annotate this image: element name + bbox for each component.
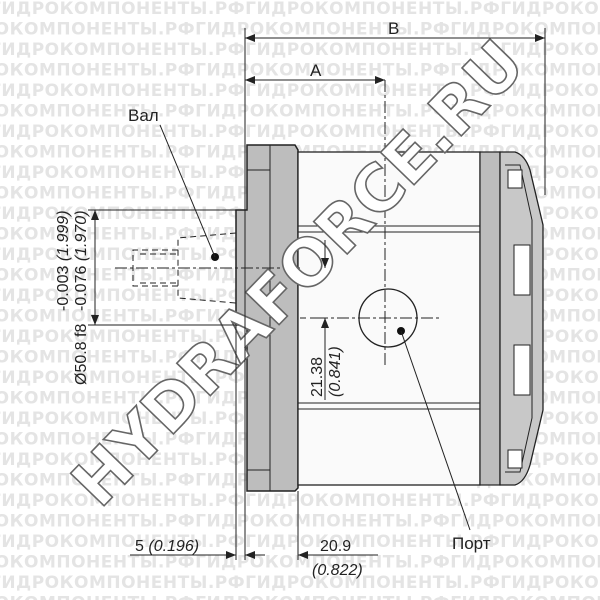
watermark-row: ГИДРОКОМПОНЕНТЫ.РФГИДРОКОМПОНЕНТЫ.РФГИДР… xyxy=(0,0,600,19)
svg-text:-0.076 (1.970): -0.076 (1.970) xyxy=(73,210,90,311)
svg-text:5 (0.196): 5 (0.196) xyxy=(135,538,199,555)
watermark-row: ГИДРОКОМПОНЕНТЫ.РФГИДРОКОМПОНЕНТЫ.РФГИДР… xyxy=(0,532,600,552)
diameter-tol-high: -0.003 xyxy=(55,266,72,311)
port-label: Порт xyxy=(452,534,491,553)
watermark-row: ГИДРОКОМПОНЕНТЫ.РФГИДРОКОМПОНЕНТЫ.РФГИДР… xyxy=(0,553,600,573)
diameter-tol-high-in: (1.999) xyxy=(55,210,72,261)
end-cover xyxy=(479,151,544,486)
port-offset-inch: (0.841) xyxy=(327,346,344,397)
port-offset-text: 21.38 (0.841) xyxy=(309,346,344,397)
svg-text:Ø50.8 f8: Ø50.8 f8 xyxy=(73,324,90,385)
dim-B-label: B xyxy=(388,19,399,38)
watermark-row: ГИДРОКОМПОНЕНТЫ.РФГИДРОКОМПОНЕНТЫ.РФГИДР… xyxy=(0,20,600,40)
dimension-lines xyxy=(88,28,546,560)
port-dist-value: 20.9 xyxy=(320,538,351,555)
diameter-tol-low: -0.076 xyxy=(73,266,90,311)
watermark-row: ГИДРОКОМПОНЕНТЫ.РФГИДРОКОМПОНЕНТЫ.РФГИДР… xyxy=(0,81,600,101)
port-dist-inch: (0.822) xyxy=(312,562,363,579)
diameter-dimension-text: Ø50.8 f8 -0.076 (1.970) -0.003 (1.999) xyxy=(55,210,90,385)
port-offset-value: 21.38 xyxy=(309,357,326,397)
watermark-row: ГИДРОКОМПОНЕНТЫ.РФГИДРОКОМПОНЕНТЫ.РФГИДР… xyxy=(0,594,600,600)
watermark-row: ГИДРОКОМПОНЕНТЫ.РФГИДРОКОМПОНЕНТЫ.РФГИДР… xyxy=(0,122,600,142)
watermark-row: ГИДРОКОМПОНЕНТЫ.РФГИДРОКОМПОНЕНТЫ.РФГИДР… xyxy=(0,61,600,81)
svg-text:-0.003 (1.999): -0.003 (1.999) xyxy=(55,210,72,311)
watermark-row: ГИДРОКОМПОНЕНТЫ.РФГИДРОКОМПОНЕНТЫ.РФГИДР… xyxy=(0,40,600,60)
pilot-len-value: 5 xyxy=(135,538,144,555)
diameter-main: Ø50.8 f8 xyxy=(73,324,90,385)
watermark-row: ГИДРОКОМПОНЕНТЫ.РФГИДРОКОМПОНЕНТЫ.РФГИДР… xyxy=(0,573,600,593)
watermark-row: ГИДРОКОМПОНЕНТЫ.РФГИДРОКОМПОНЕНТЫ.РФГИДР… xyxy=(0,102,600,122)
watermark-row: ГИДРОКОМПОНЕНТЫ.РФГИДРОКОМПОНЕНТЫ.РФГИДР… xyxy=(0,512,600,532)
dim-A-label: A xyxy=(310,61,322,80)
watermark-row: ГИДРОКОМПОНЕНТЫ.РФГИДРОКОМПОНЕНТЫ.РФГИДР… xyxy=(0,491,600,511)
shaft-label: Вал xyxy=(128,106,159,125)
diameter-tol-low-in: (1.970) xyxy=(73,210,90,261)
pilot-len-inch: (0.196) xyxy=(148,538,199,555)
mounting-flange xyxy=(235,144,299,492)
